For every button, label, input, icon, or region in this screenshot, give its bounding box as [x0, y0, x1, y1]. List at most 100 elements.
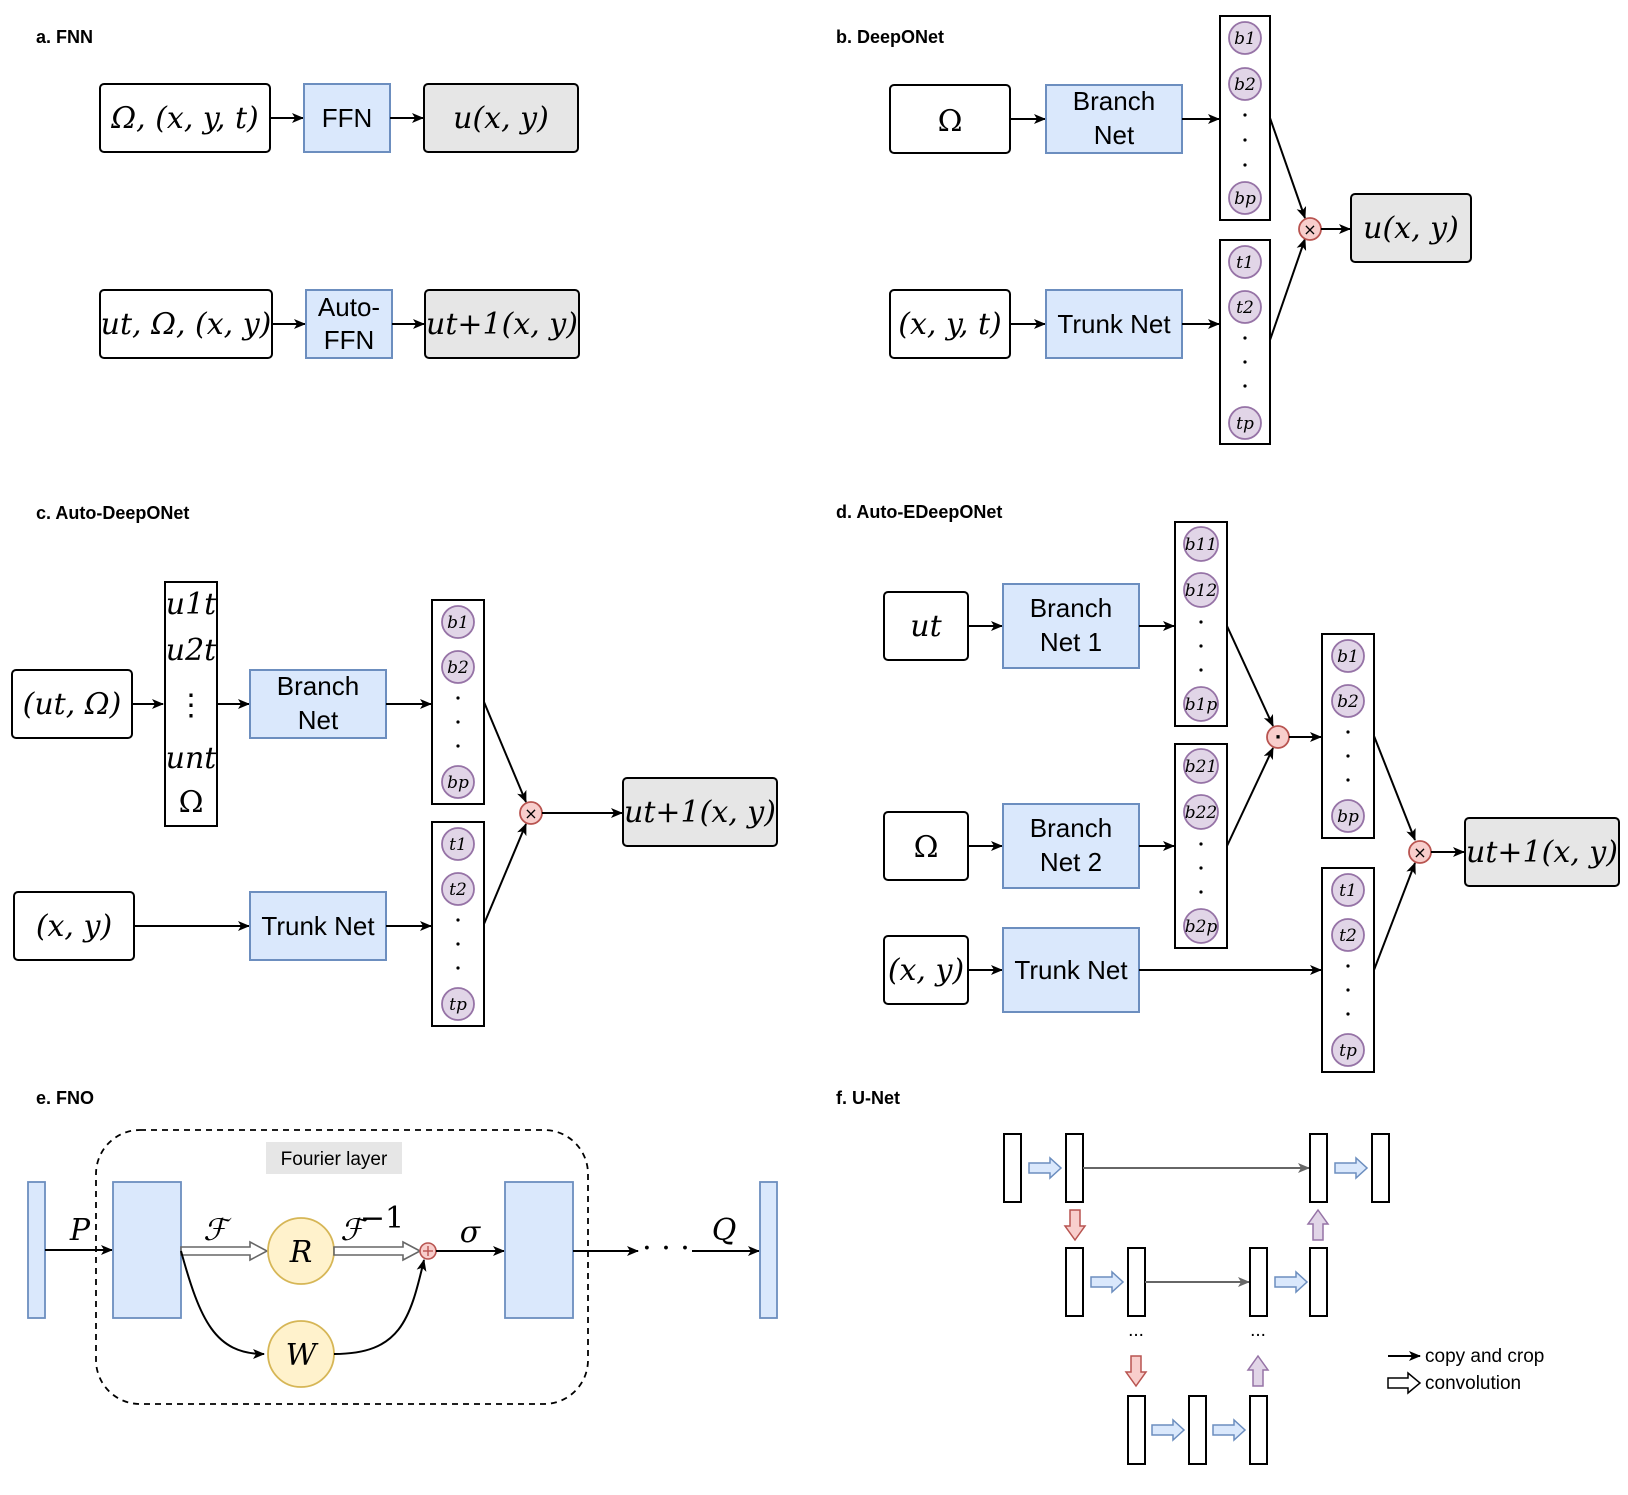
unet-bottom-a: [1127, 1395, 1146, 1465]
autoe-branch2-label-1: Branch: [1030, 813, 1112, 843]
autoe-node-t2-label: t2: [1339, 926, 1357, 946]
panel-b-deeponet: b. DeepONet Ω Branch Net b1 b2 bp (x, y,…: [836, 15, 1472, 445]
deeponet-node-t1: [1228, 245, 1262, 279]
autodeeponet-vec-un: unt: [166, 741, 218, 776]
fno-fft-arrow: [180, 1240, 269, 1262]
autoe-branch1-label-2: Net 1: [1040, 627, 1102, 657]
unet-l1-b: [1065, 1133, 1084, 1203]
fno-input-bar: [27, 1181, 46, 1319]
fourier-layer-frame: [95, 1129, 589, 1405]
autodeeponet-input-top: (ut, Ω): [23, 687, 122, 722]
autoe-node-b2p: [1183, 908, 1219, 944]
deeponet-trunk-label: Trunk Net: [1057, 309, 1171, 339]
unet-r1-b: [1371, 1133, 1390, 1203]
autoe-node-b12: [1183, 572, 1219, 608]
autodeeponet-node-b2: [441, 650, 475, 684]
autodeeponet-node-tp: [441, 987, 475, 1021]
autoffn-box: [305, 289, 393, 359]
autodeeponet-branch-label-2: Net: [298, 705, 339, 735]
autoe-branch2-label-2: Net 2: [1040, 847, 1102, 877]
autoe-edge-b2-hadamard: [1226, 747, 1274, 847]
autoe-node-b21-label: b21: [1185, 757, 1218, 777]
fourier-layer-label: Fourier layer: [281, 1149, 388, 1170]
deeponet-edge-branch-product: [1269, 117, 1307, 219]
fnn-output-label: u(x, y): [453, 101, 549, 136]
autoe-node-bp-label: bp: [1337, 807, 1359, 827]
fno-w-label: W: [286, 1338, 319, 1373]
deeponet-node-t1-label: t1: [1236, 253, 1254, 273]
autodeeponet-vec-u2: u2t: [166, 633, 217, 668]
deeponet-node-bp: [1228, 181, 1262, 215]
autoe-node-b1p-label: b1p: [1185, 695, 1218, 715]
autoe-edge-trunk-product: [1373, 862, 1416, 971]
autoe-node-b1p: [1183, 686, 1219, 722]
panel-c-auto-deeponet: c. Auto-DeepONet (ut, Ω) u1t u2t ⋮ unt Ω…: [11, 503, 778, 1027]
unet-ellipsis-right: ...: [1250, 1320, 1266, 1341]
fnn-input-label: Ω, (x, y, t): [110, 101, 258, 136]
autoe-node-b2: [1331, 684, 1365, 718]
autoe-node-b1-label: b1: [1337, 647, 1359, 667]
autodeeponet-edge-trunk-product: [483, 823, 527, 925]
panel-b-title: b. DeepONet: [836, 27, 944, 47]
autoe-node-b11-label: b11: [1185, 535, 1218, 555]
fno-f-label: ℱ: [203, 1213, 232, 1248]
unet-conv-arrow-4: [1274, 1270, 1309, 1294]
autodeeponet-branch-box: [249, 669, 387, 739]
unet-down-arrow-2: [1124, 1355, 1148, 1388]
unet-legend-conv-arrow: [1387, 1371, 1422, 1395]
autodeeponet-node-t2: [441, 872, 475, 906]
autodeeponet-input-bottom: (x, y): [36, 909, 112, 944]
autoe-node-b2-label: b2: [1337, 692, 1359, 712]
deeponet-node-tp: [1228, 406, 1262, 440]
autoe-node-b22: [1183, 794, 1219, 830]
fno-output-block: [504, 1181, 574, 1319]
unet-bottom-b: [1188, 1395, 1207, 1465]
autoe-input-1: ut: [910, 609, 942, 644]
autodeeponet-output-label: ut+1(x, y): [624, 795, 776, 830]
deeponet-branch-box: [1045, 84, 1183, 154]
autoe-branch2-box: [1002, 803, 1140, 889]
autoe-output-box: [1464, 817, 1620, 887]
autodeeponet-vec-u1: u1t: [166, 587, 217, 622]
deeponet-node-b2-label: b2: [1234, 75, 1256, 95]
fno-ifft-arrow: [333, 1240, 422, 1262]
autodeeponet-node-tp-label: tp: [449, 995, 467, 1015]
autodeeponet-trunk-box: [249, 891, 387, 961]
autodeeponet-node-b2-label: b2: [447, 658, 469, 678]
deeponet-node-bp-label: bp: [1234, 189, 1256, 209]
unet-up-arrow-1: [1306, 1208, 1330, 1241]
deeponet-branch-label-1: Branch: [1073, 86, 1155, 116]
autoe-edge-merged-product: [1373, 735, 1416, 841]
ffn-box: [303, 83, 391, 153]
panel-e-title: e. FNO: [36, 1088, 94, 1108]
panel-c-title: c. Auto-DeepONet: [36, 503, 189, 523]
panel-a-title: a. FNN: [36, 27, 93, 47]
deeponet-node-b1-label: b1: [1234, 29, 1256, 49]
fno-edge-w-in: [180, 1250, 265, 1359]
panel-d-title: d. Auto-EDeepONet: [836, 502, 1002, 522]
deeponet-output-label: u(x, y): [1363, 211, 1459, 246]
autoe-node-b11: [1183, 526, 1219, 562]
fno-sigma-label: σ: [460, 1215, 482, 1250]
autoffn-label-2: FFN: [324, 325, 375, 355]
autoe-node-bp: [1331, 799, 1365, 833]
unet-conv-arrow-3: [1090, 1270, 1125, 1294]
unet-ellipsis-left: ...: [1128, 1320, 1144, 1341]
autoe-product-symbol: ×: [1413, 843, 1426, 862]
fno-lifted-block: [112, 1181, 182, 1319]
autoe-node-b1: [1331, 639, 1365, 673]
autodeeponet-vec-dots: ⋮: [176, 688, 206, 723]
deeponet-trunk-box: [1045, 289, 1183, 359]
autodeeponet-node-t2-label: t2: [449, 880, 467, 900]
deeponet-product-symbol: ×: [1303, 220, 1316, 239]
autodeeponet-product-symbol: ×: [524, 804, 537, 823]
unet-down-arrow-1: [1063, 1209, 1087, 1242]
autodeeponet-vec-omega: Ω: [179, 785, 204, 820]
unet-bottom-c: [1249, 1395, 1268, 1465]
unet-legend-copy-label: copy and crop: [1425, 1346, 1544, 1367]
deeponet-branch-label-2: Net: [1094, 120, 1135, 150]
deeponet-node-t2-label: t2: [1236, 298, 1254, 318]
unet-r2-b: [1309, 1247, 1328, 1317]
autoe-edge-b1-hadamard: [1226, 625, 1274, 727]
